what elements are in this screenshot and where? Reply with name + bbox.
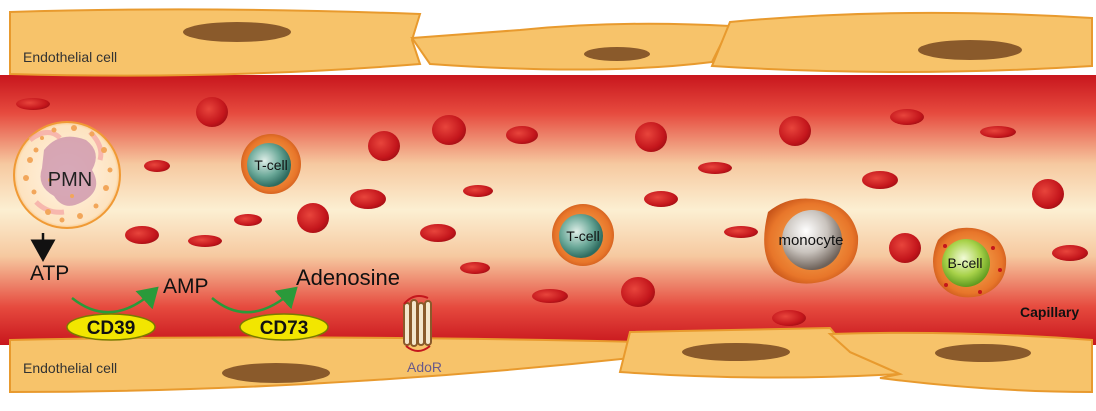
nucleus	[183, 22, 291, 42]
endothelium-top	[10, 9, 1092, 75]
red-blood-cell	[862, 171, 898, 189]
red-blood-cell	[420, 224, 456, 242]
red-blood-cell	[506, 126, 538, 144]
t-cell-2: T-cell	[552, 204, 614, 266]
monocyte-label: monocyte	[778, 232, 843, 249]
cd39-label: CD39	[87, 318, 136, 339]
red-blood-cell	[350, 189, 386, 209]
red-blood-cell	[196, 97, 228, 127]
t-cell-label: T-cell	[254, 157, 287, 173]
red-blood-cell	[635, 122, 667, 152]
red-blood-cell	[772, 310, 806, 326]
red-blood-cell	[188, 235, 222, 247]
red-blood-cell	[724, 226, 758, 238]
red-blood-cell	[432, 115, 466, 145]
nucleus	[682, 343, 790, 361]
monocyte: monocyte	[764, 199, 858, 284]
t-cell-1: T-cell	[241, 134, 301, 194]
t-cell-label: T-cell	[566, 228, 599, 244]
cd73-label: CD73	[260, 318, 309, 339]
endothelial-cell	[412, 24, 730, 70]
receptor-helix	[425, 301, 431, 345]
red-blood-cell	[234, 214, 262, 226]
pmn-cell: PMN	[14, 122, 120, 228]
receptor-helix	[411, 300, 417, 346]
b-cell-label: B-cell	[947, 255, 982, 271]
red-blood-cell	[1032, 179, 1064, 209]
red-blood-cell	[779, 116, 811, 146]
cd73-enzyme: CD73	[240, 314, 328, 340]
atp-label: ATP	[30, 262, 69, 285]
red-blood-cell	[889, 233, 921, 263]
receptor-helix	[404, 303, 410, 345]
receptor-helix	[418, 303, 424, 345]
cd39-enzyme: CD39	[67, 314, 155, 340]
red-blood-cell	[621, 277, 655, 307]
endothelial-cell	[10, 9, 420, 75]
nucleus	[584, 47, 650, 61]
red-blood-cell	[1052, 245, 1088, 261]
red-blood-cell	[144, 160, 170, 172]
red-blood-cell	[16, 98, 50, 110]
red-blood-cell	[980, 126, 1016, 138]
red-blood-cell	[368, 131, 400, 161]
adenosine-label: Adenosine	[296, 265, 400, 290]
red-blood-cell	[532, 289, 568, 303]
ador-label: AdoR	[407, 359, 442, 375]
red-blood-cell	[698, 162, 732, 174]
red-blood-cell	[463, 185, 493, 197]
nucleus	[222, 363, 330, 383]
red-blood-cell	[460, 262, 490, 274]
endothelial-cell-label-bottom: Endothelial cell	[23, 360, 117, 376]
red-blood-cell	[125, 226, 159, 244]
adenosine-receptor	[404, 296, 431, 351]
nucleus	[918, 40, 1022, 60]
red-blood-cell	[297, 203, 329, 233]
red-blood-cell	[890, 109, 924, 125]
pmn-label: PMN	[48, 169, 92, 191]
nucleus	[935, 344, 1031, 362]
endothelial-cell	[712, 13, 1092, 72]
amp-label: AMP	[163, 275, 209, 298]
capillary-label: Capillary	[1020, 304, 1079, 320]
red-blood-cell	[644, 191, 678, 207]
endothelial-cell-label-top: Endothelial cell	[23, 49, 117, 65]
b-cell: B-cell	[933, 228, 1006, 298]
vessel-lumen	[0, 75, 1096, 345]
